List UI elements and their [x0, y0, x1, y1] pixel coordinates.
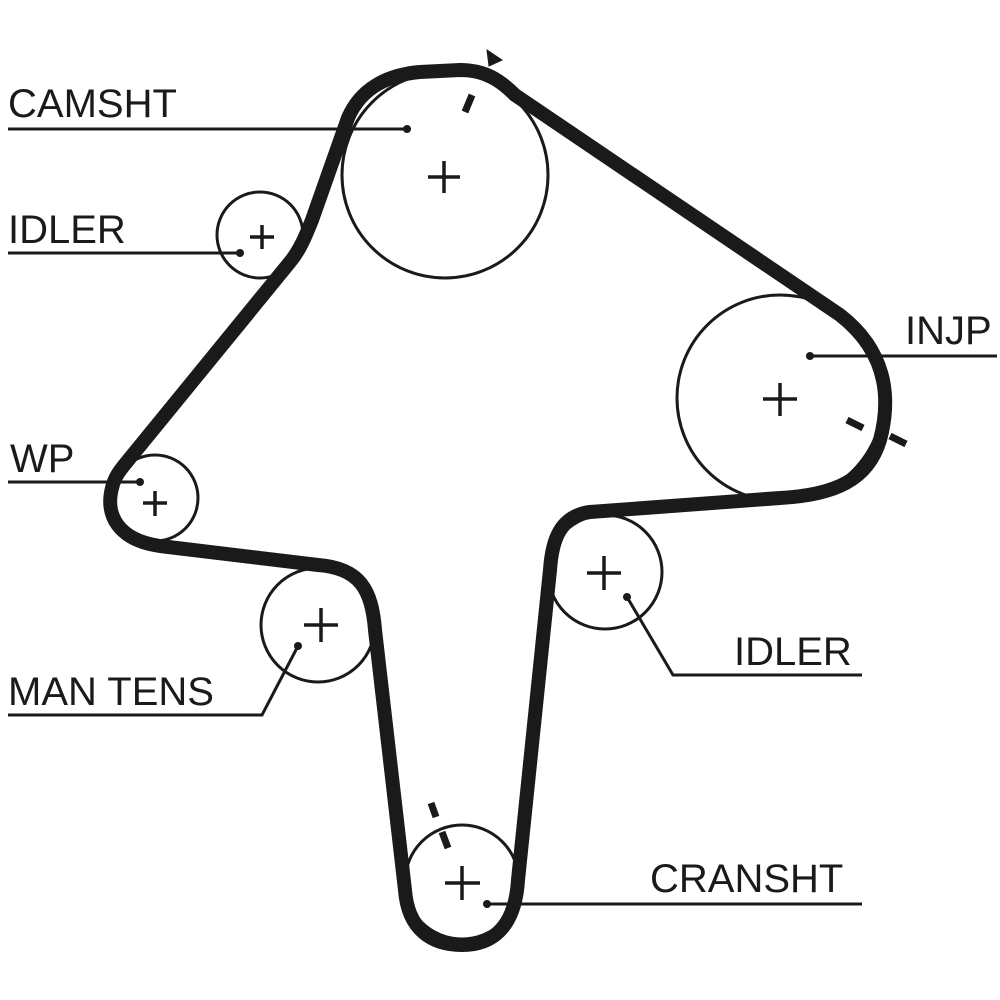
idler-bottom-leader-dot: [623, 593, 631, 601]
label-camshaft: CAMSHT: [8, 82, 177, 126]
injection-pump-timing-mark-outer: [888, 432, 908, 448]
crankshaft-timing-mark-outer: [427, 801, 440, 819]
injection-pump-timing-mark-inner: [845, 416, 865, 432]
idler-bottom-leader: [625, 596, 862, 677]
label-injection-pump: INJP: [905, 309, 992, 353]
label-manual-tensioner: MAN TENS: [8, 670, 214, 714]
water-pump-center-cross: [143, 491, 167, 516]
label-water-pump: WP: [10, 437, 74, 481]
label-crankshaft: CRANSHT: [650, 857, 843, 901]
water-pump-leader-dot: [136, 478, 144, 486]
manual-tensioner-center-cross: [304, 608, 338, 642]
injection-pump-center-cross: [763, 383, 797, 416]
idler-top-center-cross: [250, 225, 274, 249]
camshaft-leader-dot: [403, 125, 411, 133]
camshaft-center-cross: [428, 161, 460, 193]
idler-bottom-center-cross: [587, 556, 621, 590]
crankshaft-timing-mark-inner: [438, 830, 452, 850]
crankshaft-leader-dot: [483, 900, 491, 908]
camshaft-timing-mark: [461, 93, 476, 114]
label-idler-top: IDLER: [8, 208, 126, 252]
timing-belt: [103, 63, 893, 952]
idler-top-leader-dot: [236, 249, 244, 257]
crankshaft-center-cross: [445, 866, 480, 900]
manual-tensioner-leader: [8, 645, 300, 717]
manual-tensioner-leader-dot: [294, 642, 302, 650]
camshaft-timing-arrow: [486, 48, 504, 67]
injection-pump-leader-dot: [806, 352, 814, 360]
label-idler-bottom: IDLER: [734, 630, 852, 674]
